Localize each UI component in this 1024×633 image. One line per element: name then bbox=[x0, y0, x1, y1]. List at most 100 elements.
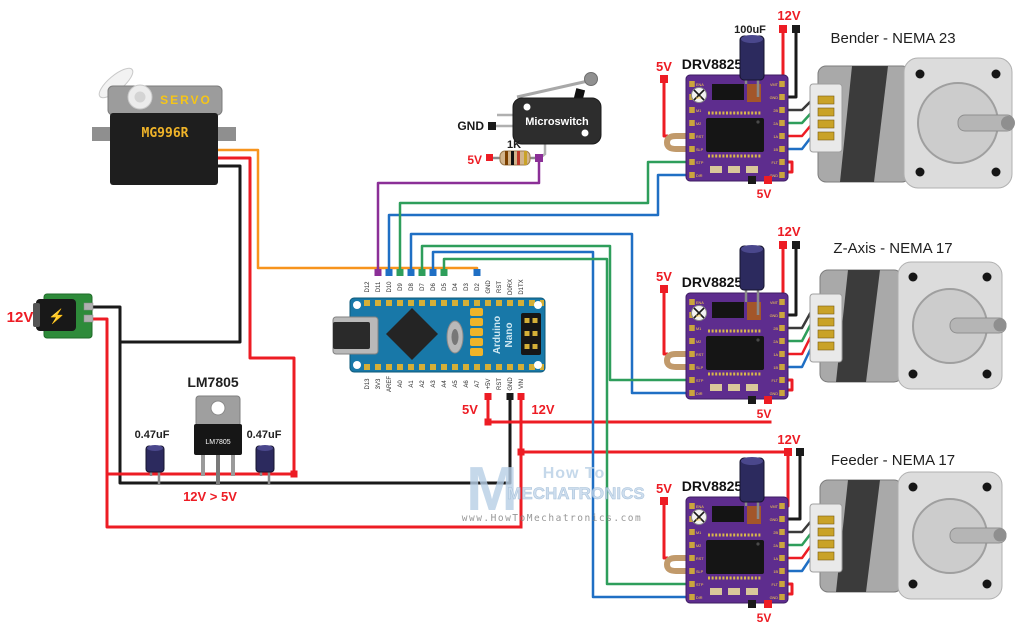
mid-5v-wire bbox=[662, 292, 668, 356]
junction-12v bbox=[517, 448, 525, 456]
terminal-gnd bbox=[792, 241, 800, 249]
mount-hole bbox=[353, 361, 361, 369]
mount-hole bbox=[534, 361, 542, 369]
trimpot-cross bbox=[693, 307, 705, 319]
regulator-label: LM7805 bbox=[187, 374, 239, 390]
pin-marker-5v bbox=[484, 393, 492, 400]
screw-hole bbox=[982, 482, 992, 492]
label-5v: 5V bbox=[656, 481, 672, 496]
screw-hole bbox=[982, 272, 992, 282]
pin-label: A0 bbox=[398, 380, 404, 388]
pin-label: 1A bbox=[773, 353, 778, 357]
servo-tab-left bbox=[92, 127, 112, 141]
screw-hole bbox=[982, 369, 992, 379]
drv8825-board-mid: ENA M0 M1 M2 RST SLP STP DIR VMT GND 2B … bbox=[682, 274, 789, 400]
screw-hole bbox=[908, 272, 918, 282]
stepper-motor-feeder: Feeder - NEMA 17 bbox=[809, 452, 1007, 600]
switch-signal-wire bbox=[376, 160, 541, 273]
servo-power-wire bbox=[216, 156, 296, 476]
pin-label: STP bbox=[696, 583, 704, 587]
pin-label: D0RX bbox=[508, 279, 514, 295]
pin-label: GND bbox=[770, 596, 779, 600]
mid-jumper bbox=[664, 351, 688, 370]
pin-label: FLT bbox=[772, 161, 779, 165]
smd-cap bbox=[470, 318, 483, 326]
smd-part bbox=[712, 506, 744, 522]
gnd-label: GND bbox=[457, 119, 484, 133]
jack-barrel bbox=[36, 299, 76, 331]
arduino-name-2: Nano bbox=[504, 323, 515, 348]
step-wire-mid bbox=[420, 244, 692, 382]
arduino-name-1: Arduino bbox=[492, 316, 503, 354]
pin-label: VMT bbox=[770, 83, 779, 87]
pin-label: FLT bbox=[772, 583, 779, 587]
pin-label: SLP bbox=[696, 366, 704, 370]
pin-label: GND bbox=[486, 280, 492, 294]
step-wire-top bbox=[398, 160, 692, 273]
resistor-band bbox=[517, 151, 520, 165]
chip-dot bbox=[756, 542, 760, 546]
terminal-5v bbox=[764, 396, 772, 404]
resistor-label: 1K bbox=[507, 139, 521, 151]
label-5v: 5V bbox=[656, 269, 672, 284]
cap-top bbox=[741, 35, 763, 43]
oscillator-inner bbox=[451, 329, 459, 345]
connector-pin bbox=[817, 341, 835, 351]
pin-marker-d5 bbox=[440, 269, 448, 276]
microswitch-section: Microswitch GND 1K 5V bbox=[457, 72, 602, 167]
regulator-hole bbox=[210, 400, 226, 416]
screw-hole bbox=[991, 167, 1001, 177]
terminal-12v bbox=[784, 448, 792, 456]
pin-label: D1TX bbox=[519, 279, 525, 294]
pin-marker-d8 bbox=[407, 269, 415, 276]
pin-label: 2A bbox=[773, 544, 778, 548]
bulk-cap-label: 100uF bbox=[734, 24, 766, 36]
pin-label: RST bbox=[696, 353, 704, 357]
pin-label: D8 bbox=[409, 283, 415, 291]
icsp-header bbox=[521, 313, 541, 355]
terminal-5v bbox=[764, 176, 772, 184]
pin-label: 1B bbox=[773, 148, 778, 152]
pin-label: GND bbox=[770, 96, 779, 100]
pin-marker-d6 bbox=[429, 269, 437, 276]
pin-label: RST bbox=[696, 135, 704, 139]
bolt-icon: ⚡ bbox=[48, 308, 65, 325]
chip-dot bbox=[756, 338, 760, 342]
cap-top bbox=[147, 445, 163, 451]
dir-wire-mid bbox=[409, 232, 692, 395]
servo-body bbox=[110, 113, 218, 185]
connector-pin bbox=[817, 527, 835, 537]
pin-label: AREF bbox=[387, 376, 393, 392]
conversion-label: 12V > 5V bbox=[183, 489, 237, 504]
smd-cap bbox=[470, 338, 483, 346]
pin-label: 2B bbox=[773, 531, 778, 535]
label-5v: 5V bbox=[757, 611, 772, 625]
pin-label: M1 bbox=[696, 531, 701, 535]
5v-rail-wire bbox=[486, 394, 772, 424]
pin-label: M0 bbox=[696, 518, 701, 522]
pin-label: D3 bbox=[464, 283, 470, 291]
pin-label: M0 bbox=[696, 314, 701, 318]
pin-label: RST bbox=[497, 281, 503, 293]
label-5v: 5V bbox=[462, 402, 478, 417]
servo-gnd-wire bbox=[118, 164, 242, 344]
pin-label: D6 bbox=[431, 283, 437, 291]
driver-chip bbox=[706, 336, 764, 370]
regulator-body-label: LM7805 bbox=[205, 439, 230, 446]
terminal-gnd bbox=[748, 396, 756, 404]
terminal-5v bbox=[660, 285, 668, 293]
trimpot-cross bbox=[693, 89, 705, 101]
step-wire-feeder bbox=[442, 257, 692, 586]
jack-voltage-label: 12V bbox=[7, 309, 34, 326]
connector-pin bbox=[817, 119, 835, 129]
switch-hole bbox=[523, 103, 531, 111]
stepper-motor-zaxis: Z-Axis - NEMA 17 bbox=[809, 240, 1007, 390]
arduino-pin-markers bbox=[374, 269, 525, 400]
pin-label: A2 bbox=[420, 380, 426, 388]
motor-band bbox=[836, 480, 880, 592]
pin-label: D13 bbox=[365, 378, 371, 390]
smd-pad bbox=[710, 588, 722, 595]
motor-band bbox=[840, 66, 888, 182]
feeder-5v-wire bbox=[662, 504, 668, 560]
